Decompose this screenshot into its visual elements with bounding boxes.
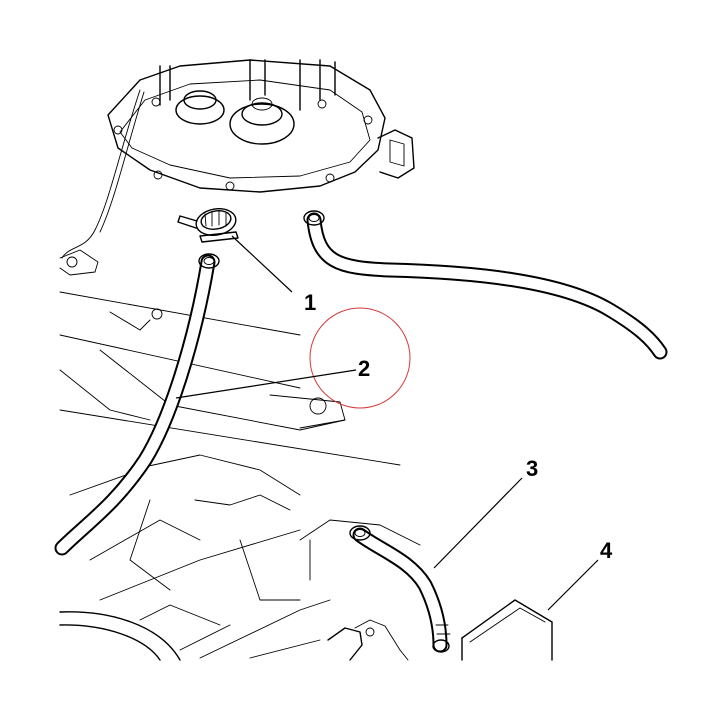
fuel-hose-part-3 [349,525,451,653]
fuel-hose-upper-right [303,210,668,360]
callout-leaders [175,235,599,611]
callout-number-3: 3 [526,456,538,481]
callout-number-1: 1 [304,290,316,315]
callout-number-2: 2 [358,356,370,381]
fuel-pump-flange [61,59,415,259]
fuel-hose-part-2 [54,253,220,556]
highlight-circle [309,307,411,409]
component-part-4 [461,599,553,661]
background-body-structure [59,249,421,659]
lower-components [59,611,409,661]
hose-clamp-part-1 [177,208,239,243]
callout-number-4: 4 [600,538,613,563]
callout-labels: 1 2 3 4 [304,290,613,563]
